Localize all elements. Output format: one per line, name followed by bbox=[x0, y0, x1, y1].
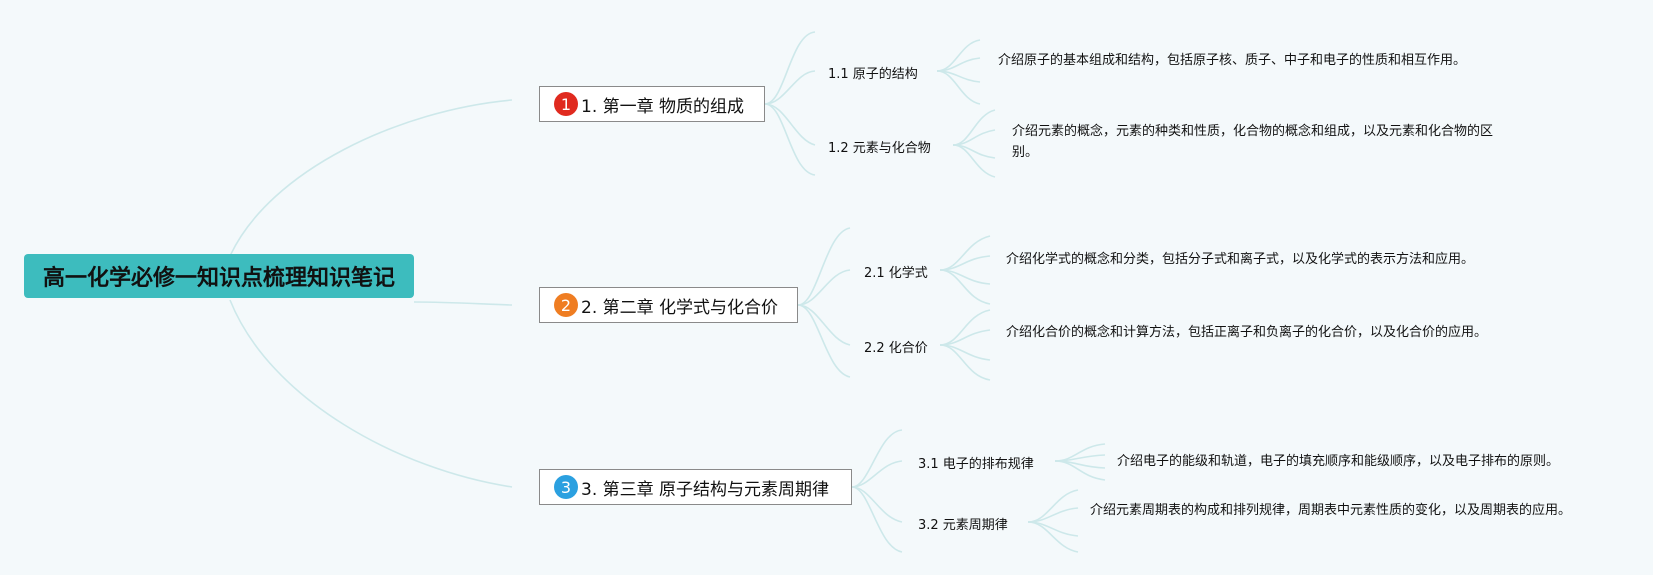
chapter-2-title: 2. 第二章 化学式与化合价 bbox=[581, 297, 779, 318]
connector-ch1-sec1 bbox=[764, 70, 816, 105]
connector-ch2-sec1 bbox=[797, 269, 851, 306]
section-label: 1.2 元素与化合物 bbox=[828, 141, 931, 156]
description-text: 介绍元素周期表的构成和排列规律，周期表中元素性质的变化，以及周期表的应用。 bbox=[1090, 503, 1572, 518]
connector-fan bbox=[939, 344, 991, 381]
description-text: 介绍元素的概念，元素的种类和性质，化合物的概念和组成，以及元素和化合物的区别。 bbox=[1012, 124, 1494, 160]
section-2-2-topic[interactable]: 2.2 化合价 bbox=[864, 337, 928, 356]
connector-root-ch3 bbox=[229, 299, 513, 488]
section-3-1-topic[interactable]: 3.1 电子的排布规律 bbox=[918, 453, 1034, 472]
section-3-2-description[interactable]: 介绍元素周期表的构成和排列规律，周期表中元素性质的变化，以及周期表的应用。 bbox=[1090, 500, 1590, 521]
connector-ch3-sec2 bbox=[851, 486, 903, 523]
section-label: 3.2 元素周期律 bbox=[918, 518, 1008, 533]
connector-fan bbox=[936, 39, 981, 72]
chapter-1-topic[interactable]: 1 1. 第一章 物质的组成 bbox=[539, 86, 765, 122]
section-1-2-topic[interactable]: 1.2 元素与化合物 bbox=[828, 137, 931, 156]
connector-fan bbox=[952, 144, 996, 178]
connector-fan bbox=[797, 304, 851, 378]
connector-fan bbox=[797, 227, 851, 306]
connector-ch1-sec2 bbox=[764, 103, 816, 146]
chapter-3-topic[interactable]: 3 3. 第三章 原子结构与元素周期律 bbox=[539, 469, 852, 505]
description-text: 介绍原子的基本组成和结构，包括原子核、质子、中子和电子的性质和相互作用。 bbox=[998, 53, 1467, 68]
number-1-badge-icon: 1 bbox=[554, 92, 578, 116]
connector-fan bbox=[1054, 454, 1106, 462]
connector-ch2-sec2 bbox=[797, 304, 851, 346]
description-text: 介绍电子的能级和轨道，电子的填充顺序和能级顺序，以及电子排布的原则。 bbox=[1117, 454, 1560, 469]
chapter-2-topic[interactable]: 2 2. 第二章 化学式与化合价 bbox=[539, 287, 798, 323]
chapter-3-title: 3. 第三章 原子结构与元素周期律 bbox=[581, 479, 830, 500]
section-label: 3.1 电子的排布规律 bbox=[918, 457, 1034, 472]
section-label: 2.1 化学式 bbox=[864, 266, 928, 281]
number-3-badge-icon: 3 bbox=[554, 475, 578, 499]
connector-fan bbox=[939, 269, 991, 305]
connector-fan bbox=[764, 31, 816, 105]
connector-fan bbox=[1054, 460, 1106, 481]
connector-fan bbox=[1027, 521, 1079, 553]
connector-fan bbox=[952, 109, 996, 146]
section-1-2-description[interactable]: 介绍元素的概念，元素的种类和性质，化合物的概念和组成，以及元素和化合物的区别。 bbox=[1012, 121, 1512, 163]
connector-fan bbox=[939, 309, 991, 346]
section-3-1-description[interactable]: 介绍电子的能级和轨道，电子的填充顺序和能级顺序，以及电子排布的原则。 bbox=[1117, 451, 1647, 472]
connector-fan bbox=[939, 235, 991, 271]
connector-fan bbox=[764, 103, 816, 176]
connector-fan bbox=[851, 429, 903, 488]
section-1-1-description[interactable]: 介绍原子的基本组成和结构，包括原子核、质子、中子和电子的性质和相互作用。 bbox=[998, 50, 1478, 71]
section-2-1-description[interactable]: 介绍化学式的概念和分类，包括分子式和离子式，以及化学式的表示方法和应用。 bbox=[1006, 249, 1496, 270]
description-text: 介绍化合价的概念和计算方法，包括正离子和负离子的化合价，以及化合价的应用。 bbox=[1006, 325, 1488, 340]
connector-fan bbox=[1027, 489, 1079, 523]
section-1-1-topic[interactable]: 1.1 原子的结构 bbox=[828, 63, 918, 82]
section-3-2-topic[interactable]: 3.2 元素周期律 bbox=[918, 514, 1008, 533]
description-text: 介绍化学式的概念和分类，包括分子式和离子式，以及化学式的表示方法和应用。 bbox=[1006, 252, 1475, 267]
section-2-1-topic[interactable]: 2.1 化学式 bbox=[864, 262, 928, 281]
section-label: 2.2 化合价 bbox=[864, 341, 928, 356]
connector-fan bbox=[851, 486, 903, 553]
root-title: 高一化学必修一知识点梳理知识笔记 bbox=[42, 266, 395, 291]
number-2-badge-icon: 2 bbox=[554, 293, 578, 317]
connector-ch3-sec1 bbox=[851, 460, 903, 488]
chapter-1-title: 1. 第一章 物质的组成 bbox=[581, 96, 745, 117]
connector-root-ch1 bbox=[229, 99, 513, 257]
section-label: 1.1 原子的结构 bbox=[828, 67, 918, 82]
connector-root-ch2 bbox=[413, 301, 513, 306]
root-topic[interactable]: 高一化学必修一知识点梳理知识笔记 bbox=[24, 254, 414, 298]
connector-fan bbox=[936, 70, 981, 105]
section-2-2-description[interactable]: 介绍化合价的概念和计算方法，包括正离子和负离子的化合价，以及化合价的应用。 bbox=[1006, 322, 1506, 343]
